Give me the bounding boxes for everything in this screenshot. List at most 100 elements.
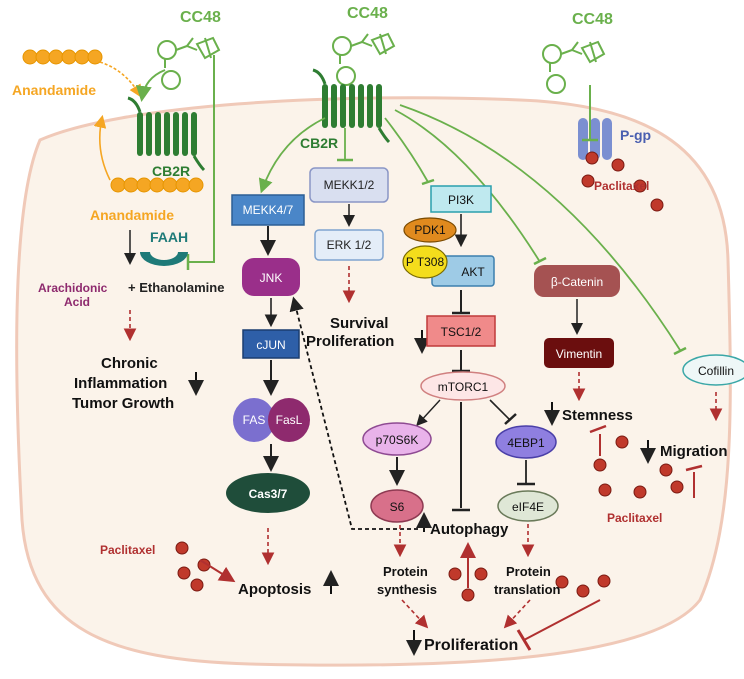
node-fasl: FasL (268, 398, 310, 442)
anandamide-recycle-arrow (93, 114, 111, 181)
svg-text:ERK 1/2: ERK 1/2 (327, 238, 372, 252)
protein-synthesis-label-2: synthesis (377, 582, 437, 597)
faah-enzyme-icon (140, 252, 188, 266)
autophagy-to-jnk-dashed-arrow (289, 296, 418, 530)
node-pi3k: PI3K (430, 185, 492, 213)
node-eif4e: eIF4E (497, 490, 559, 522)
svg-text:Cofillin: Cofillin (698, 364, 734, 378)
node-4ebp1: 4EBP1 (495, 425, 557, 459)
svg-text:FAS: FAS (243, 413, 266, 427)
cb2r-label-center: CB2R (300, 135, 338, 151)
paclitaxel-to-apoptosis-arrow (199, 559, 236, 583)
anandamide-top-label: Anandamide (12, 82, 96, 98)
anandamide-chain-mid (110, 177, 204, 193)
pgp-label: P-gp (620, 127, 651, 143)
4ebp1-inhibit-bar (504, 413, 517, 425)
chronic-label-1: Chronic (101, 355, 158, 372)
node-s6: S6 (370, 489, 424, 523)
anandamide-mid-label: Anandamide (90, 207, 174, 223)
cc48-to-cb2r-left-arrow (135, 69, 166, 102)
svg-text:4EBP1: 4EBP1 (507, 436, 545, 450)
svg-text:FasL: FasL (276, 413, 303, 427)
node-pdk1: PDK1 (403, 217, 457, 243)
node-erk12: ERK 1/2 (314, 229, 384, 261)
arachidonic-label-1: Arachidonic (38, 281, 108, 295)
svg-text:PDK1: PDK1 (414, 223, 446, 237)
node-mekk47: MEKK4/7 (231, 194, 305, 226)
node-p70s6k: p70S6K (362, 422, 432, 456)
autophagy-label: Autophagy (430, 521, 509, 538)
paclitaxel-left-label: Paclitaxel (100, 543, 155, 557)
svg-text:MEKK1/2: MEKK1/2 (324, 178, 375, 192)
svg-text:Vimentin: Vimentin (556, 347, 602, 361)
paclitaxel-top-label: Paclitaxel (594, 179, 649, 193)
cc48-label-left: CC48 (180, 9, 221, 26)
proliferation-label: Proliferation (424, 637, 518, 654)
protein-translation-label-1: Protein (506, 564, 551, 579)
svg-text:PI3K: PI3K (448, 193, 474, 207)
paclitaxel-top-dots (581, 151, 664, 212)
svg-text:S6: S6 (390, 500, 405, 514)
stemness-label: Stemness (562, 407, 633, 424)
survival-label-2: Proliferation (306, 333, 394, 350)
proliferation-inhibit-bar (516, 629, 532, 651)
chronic-label-2: Inflammation (74, 375, 167, 392)
stemness-inhibit-bar (589, 424, 607, 434)
paclitaxel-left-dots (175, 541, 211, 592)
pi3k-inhibit-bar (421, 178, 435, 186)
protein-translation-label-2: translation (494, 582, 561, 597)
ethanolamine-label: + Ethanolamine (128, 280, 224, 295)
translation-to-proliferation-arrow (503, 599, 531, 629)
chronic-label-3: Tumor Growth (72, 395, 174, 412)
bcatenin-inhibit-bar (533, 256, 547, 266)
cc48-molecule-right-icon (542, 41, 605, 94)
svg-text:P T308: P T308 (406, 255, 445, 269)
node-cjun: cJUN (242, 329, 300, 359)
paclitaxel-right-dots (593, 435, 684, 499)
cb2r-branch-lines (258, 104, 681, 351)
protein-synthesis-label-1: Protein (383, 564, 428, 579)
svg-text:β-Catenin: β-Catenin (551, 275, 603, 289)
cofillin-inhibit-bar (673, 346, 687, 356)
node-mekk12: MEKK1/2 (309, 167, 389, 203)
cc48-label-center: CC48 (347, 5, 388, 22)
node-jnk: JNK (242, 258, 300, 296)
svg-text:eIF4E: eIF4E (512, 500, 544, 514)
cell-membrane (15, 96, 732, 667)
svg-text:JNK: JNK (260, 271, 283, 285)
migration-label: Migration (660, 443, 728, 460)
arachidonic-label-2: Acid (64, 295, 90, 309)
anandamide-chain-top (22, 49, 103, 65)
node-cas37: Cas3/7 (226, 473, 310, 513)
migration-inhibit-bar (685, 464, 703, 472)
paclitaxel-bottom-right-dots (555, 574, 611, 598)
svg-text:cJUN: cJUN (256, 338, 285, 352)
synthesis-to-proliferation-arrow (401, 599, 429, 629)
cc48-molecule-left-icon (157, 37, 220, 90)
apoptosis-label: Apoptosis (238, 581, 311, 598)
node-bcatenin: β-Catenin (534, 265, 620, 297)
node-vimentin: Vimentin (544, 338, 614, 368)
svg-text:AKT: AKT (461, 265, 485, 279)
cc48-label-right: CC48 (572, 11, 613, 28)
svg-text:p70S6K: p70S6K (376, 433, 419, 447)
mtorc1-inhibits-4ebp1 (489, 399, 511, 421)
node-mtorc1: mTORC1 (420, 371, 506, 401)
paclitaxel-center-dots (448, 567, 488, 602)
svg-text:Cas3/7: Cas3/7 (249, 487, 288, 501)
paclitaxel-right-label: Paclitaxel (607, 511, 662, 525)
faah-label: FAAH (150, 229, 188, 245)
node-cofillin: Cofillin (682, 354, 744, 386)
svg-text:mTORC1: mTORC1 (438, 380, 489, 394)
node-tsc12: TSC1/2 (426, 315, 496, 347)
survival-label-1: Survival (330, 315, 388, 332)
paclitaxel-inhibits-proliferation (523, 599, 601, 641)
node-fas: FAS (233, 398, 275, 442)
node-pt308: P T308 (402, 245, 448, 279)
mtorc1-to-p70-arrow (416, 399, 441, 427)
cb2r-label-left: CB2R (152, 163, 190, 179)
cc48-to-faah-inhibit (188, 55, 215, 263)
svg-text:MEKK4/7: MEKK4/7 (243, 203, 294, 217)
